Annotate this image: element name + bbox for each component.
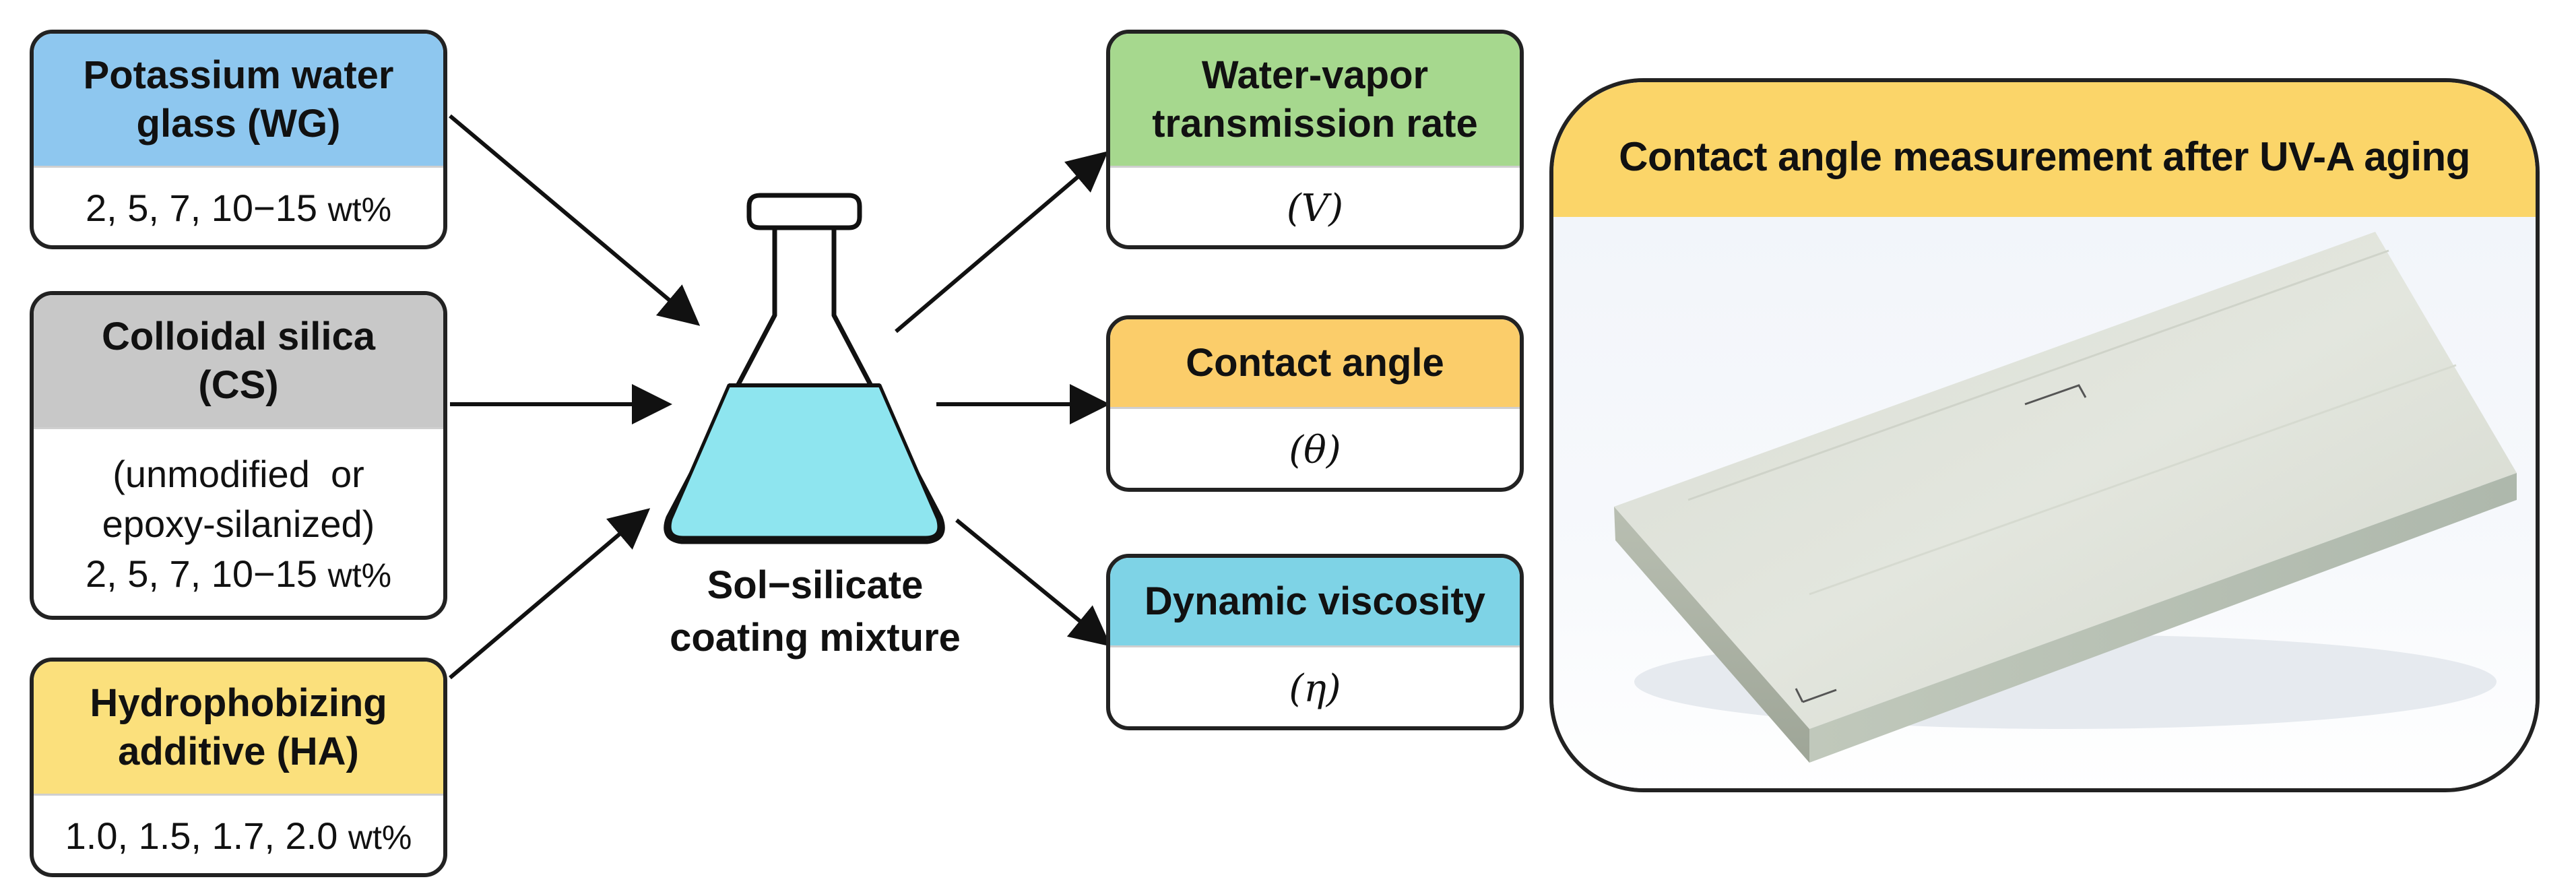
arrow-flask-to-wvtr: [895, 151, 1109, 333]
coated-sample-plate-image: [1614, 232, 2517, 763]
hydrophobizing-range: 1.0, 1.5, 1.7, 2.0: [65, 814, 338, 857]
colloidal-silica-body: (unmodified or epoxy-silanized) 2, 5, 7,…: [34, 427, 443, 616]
contact-angle-title: Contact angle: [1186, 341, 1444, 385]
colloidal-silica-header: Colloidal silica (CS): [34, 295, 443, 427]
mixture-label-line1: Sol−silicate: [707, 563, 924, 607]
water-glass-range: 2, 5, 7, 10−15: [85, 186, 318, 229]
water-glass-header: Potassium water glass (WG): [34, 34, 443, 166]
output-box-water-vapor-transmission: Water-vapor transmission rate (V): [1106, 30, 1524, 249]
wvtr-body: (V): [1110, 166, 1520, 245]
colloidal-silica-title-line2: (CS): [198, 363, 279, 407]
photo-panel-title: Contact angle measurement after UV-A agi…: [1619, 133, 2470, 179]
output-box-contact-angle: Contact angle (θ): [1106, 315, 1524, 492]
hydrophobizing-body: 1.0, 1.5, 1.7, 2.0 wt%: [34, 794, 443, 873]
water-glass-unit: wt%: [327, 190, 392, 228]
photo-panel: Contact angle measurement after UV-A agi…: [1549, 78, 2540, 792]
water-glass-title-line1: Potassium water: [83, 53, 394, 97]
wvtr-title-line1: Water-vapor: [1201, 53, 1429, 97]
wvtr-symbol: (V): [1286, 186, 1344, 230]
dynamic-viscosity-title: Dynamic viscosity: [1144, 579, 1486, 623]
input-box-water-glass: Potassium water glass (WG) 2, 5, 7, 10−1…: [30, 30, 447, 249]
arrow-wg-to-flask: [449, 114, 701, 326]
dynamic-viscosity-body: (η): [1110, 645, 1520, 726]
flask-icon: [664, 193, 945, 544]
flask-liquid: [668, 383, 941, 540]
arrow-flask-to-dv: [955, 518, 1112, 647]
hydrophobizing-title-line2: additive (HA): [118, 730, 359, 773]
output-box-dynamic-viscosity: Dynamic viscosity (η): [1106, 554, 1524, 730]
colloidal-silica-note-line2: epoxy-silanized): [102, 502, 375, 545]
hydrophobizing-title-line1: Hydrophobizing: [90, 681, 387, 725]
photo-panel-header: Contact angle measurement after UV-A agi…: [1553, 82, 2536, 217]
input-box-hydrophobizing-additive: Hydrophobizing additive (HA) 1.0, 1.5, 1…: [30, 658, 447, 877]
sample-photo: [1553, 217, 2536, 788]
colloidal-silica-range: 2, 5, 7, 10−15: [85, 552, 318, 595]
input-box-colloidal-silica: Colloidal silica (CS) (unmodified or epo…: [30, 291, 447, 620]
dynamic-viscosity-header: Dynamic viscosity: [1110, 558, 1520, 645]
hydrophobizing-unit: wt%: [348, 818, 412, 856]
wvtr-header: Water-vapor transmission rate: [1110, 34, 1520, 166]
hydrophobizing-header: Hydrophobizing additive (HA): [34, 662, 443, 794]
arrow-ha-to-flask: [449, 508, 651, 680]
mixture-label: Sol−silicate coating mixture: [606, 559, 1024, 664]
wvtr-title-line2: transmission rate: [1152, 102, 1478, 146]
contact-angle-symbol: (θ): [1289, 428, 1341, 472]
colloidal-silica-title-line1: Colloidal silica: [101, 315, 376, 358]
dynamic-viscosity-symbol: (η): [1289, 666, 1341, 711]
water-glass-body: 2, 5, 7, 10−15 wt%: [34, 166, 443, 245]
contact-angle-header: Contact angle: [1110, 319, 1520, 407]
contact-angle-body: (θ): [1110, 407, 1520, 488]
mixture-label-line2: coating mixture: [670, 616, 961, 660]
water-glass-title-line2: glass (WG): [136, 102, 341, 146]
colloidal-silica-unit: wt%: [327, 556, 392, 594]
colloidal-silica-note-line1: (unmodified or: [112, 452, 364, 495]
